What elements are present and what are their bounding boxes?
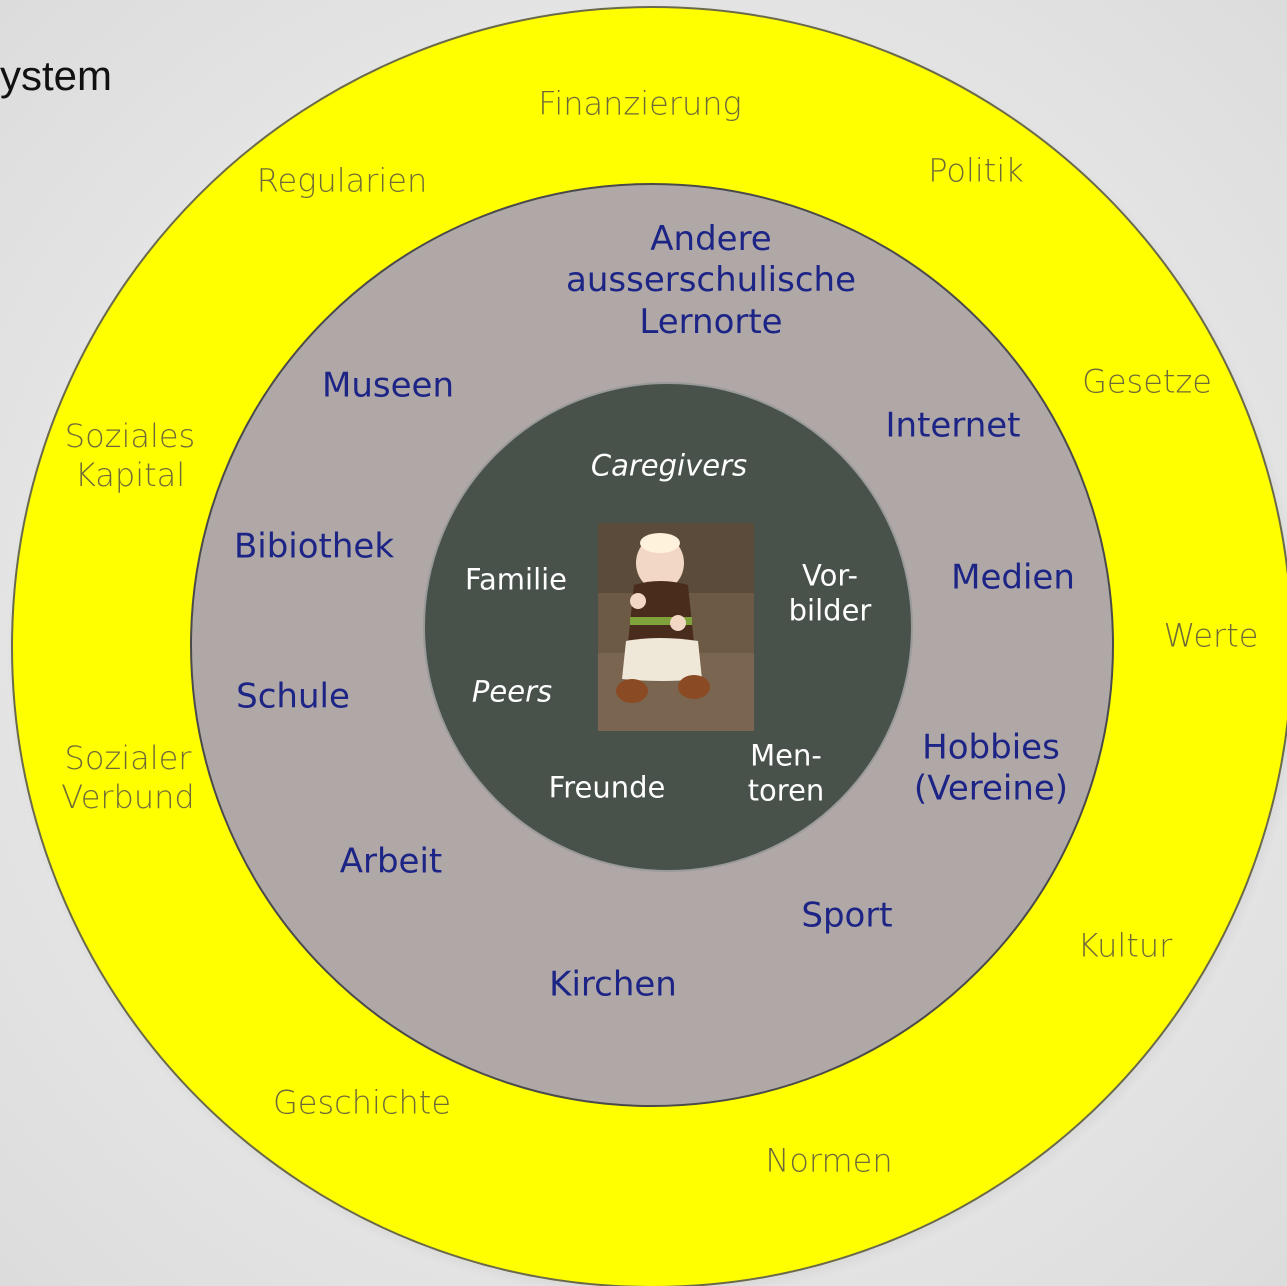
child-photo	[598, 523, 754, 731]
label-arbeit: Arbeit	[339, 841, 443, 882]
label-caregivers: Caregivers	[590, 448, 748, 483]
label-sport: Sport	[801, 895, 893, 936]
label-peers: Peers	[471, 674, 553, 709]
label-kirchen: Kirchen	[549, 964, 677, 1005]
label-hobbies: Hobbies (Vereine)	[913, 727, 1069, 809]
label-freunde: Freunde	[548, 770, 666, 805]
label-sozialer-verbund: Sozialer Verbund	[61, 738, 195, 816]
label-finanzierung: Finanzierung	[538, 84, 742, 123]
label-kultur: Kultur	[1077, 926, 1173, 965]
label-schule: Schule	[236, 676, 350, 717]
label-werte: Werte	[1163, 616, 1259, 655]
label-soziales-kapital: Soziales Kapital	[64, 416, 196, 494]
slide-title: ystem	[0, 52, 113, 99]
label-normen: Normen	[765, 1141, 893, 1180]
label-medien: Medien	[951, 557, 1075, 598]
label-mentoren: Men- toren	[747, 738, 825, 808]
label-bibiothek: Bibiothek	[233, 526, 395, 567]
label-politik: Politik	[928, 151, 1024, 190]
label-regularien: Regularien	[256, 161, 428, 200]
label-vorbilder: Vor- bilder	[788, 558, 872, 628]
label-museen: Museen	[322, 365, 454, 406]
label-andere-lernorte: Andere ausserschulische Lernorte	[566, 218, 856, 342]
label-familie: Familie	[464, 562, 568, 597]
label-gesetze: Gesetze	[1082, 362, 1212, 401]
label-internet: Internet	[885, 405, 1021, 446]
label-geschichte: Geschichte	[272, 1083, 452, 1122]
